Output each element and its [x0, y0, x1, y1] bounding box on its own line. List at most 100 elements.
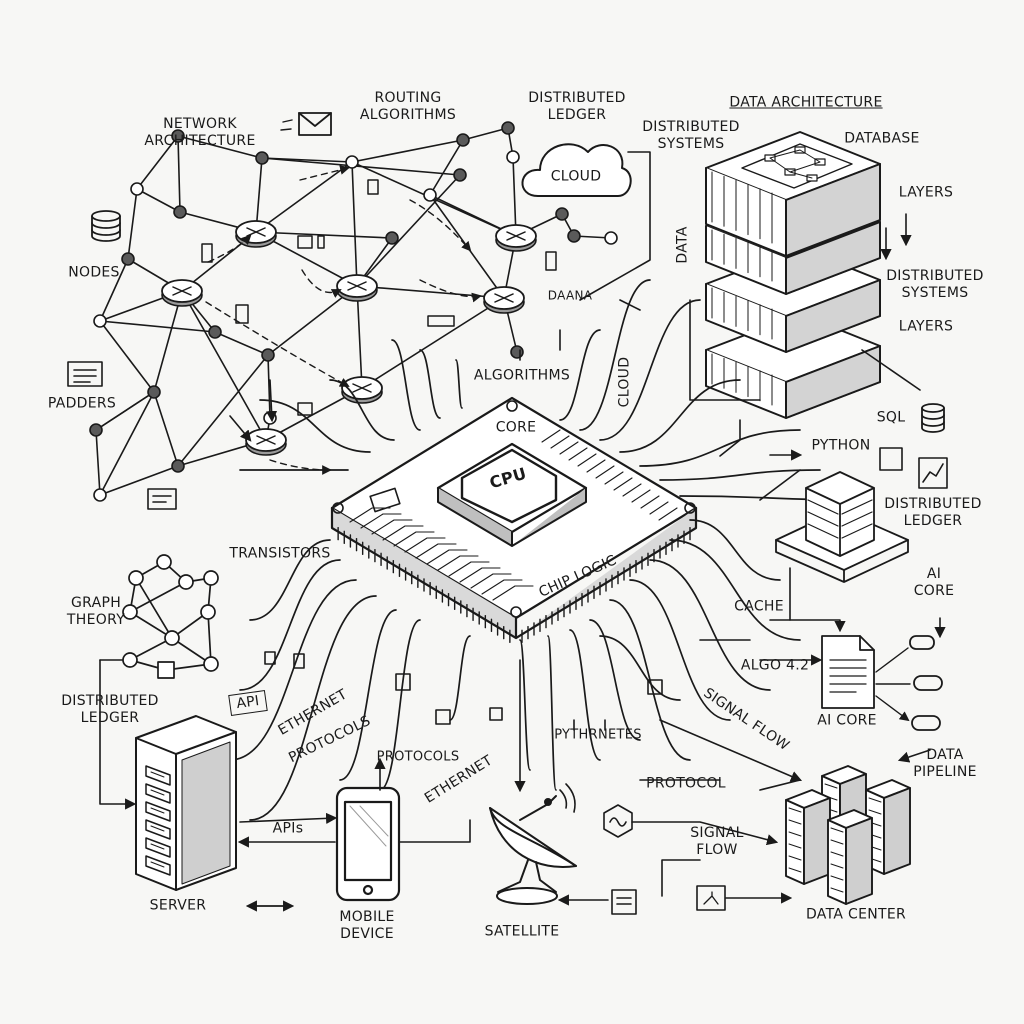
network-nodes	[89, 121, 618, 502]
chip-trace	[631, 489, 651, 503]
network-node	[501, 121, 515, 135]
label-data-architecture: DATA ARCHITECTURE	[729, 94, 883, 111]
cpu-chip-icon	[330, 396, 698, 644]
network-edge	[95, 429, 101, 496]
label-distributed-ledger-right: DISTRIBUTED LEDGER	[884, 496, 982, 529]
rack-unit	[145, 819, 171, 840]
network-edge	[127, 188, 138, 260]
network-node	[453, 168, 467, 182]
connector-arrows	[99, 151, 946, 912]
network-edge	[214, 331, 269, 356]
cpu-die-edge	[437, 487, 587, 547]
rack-unit-slot	[150, 825, 165, 832]
label-padders: PADDERS	[47, 395, 117, 412]
network-edge	[99, 320, 155, 393]
chip-trace	[426, 549, 468, 565]
label-server: SERVER	[149, 897, 207, 914]
network-edge	[512, 156, 517, 237]
rack-unit-slot	[150, 807, 165, 814]
chart-doc-icon	[879, 447, 948, 489]
chip-trace	[604, 471, 624, 485]
chip-mount-hole	[506, 400, 518, 412]
label-ai-core-top: AI CORE	[913, 566, 955, 599]
chip-trace	[382, 525, 424, 541]
connector-arrow	[399, 819, 471, 843]
chip-trace-line	[589, 619, 641, 741]
chip-trace-line	[519, 639, 531, 771]
chip-trace	[481, 579, 523, 595]
network-edge	[99, 465, 179, 496]
rack-unit	[145, 765, 171, 786]
label-algorithms: ALGORITHMS	[473, 367, 571, 384]
router-icon	[495, 224, 537, 252]
network-node	[171, 459, 185, 473]
connector-arrow	[759, 469, 801, 501]
chip-trace-line	[599, 299, 701, 441]
network-node	[130, 182, 144, 196]
label-signal-flow: SIGNAL FLOW	[690, 825, 744, 858]
connector-arrow	[659, 719, 803, 782]
small-connectors	[264, 651, 726, 915]
chip-trace-line	[259, 399, 371, 453]
network-node	[171, 129, 185, 143]
cpu-die-top	[460, 448, 558, 524]
server-tower	[827, 809, 873, 905]
label-python: PYTHON	[811, 437, 871, 454]
label-ai-core-bottom: AI CORE	[817, 712, 877, 729]
label-graph-theory: GRAPH THEORY	[66, 595, 126, 628]
network-node	[255, 151, 269, 165]
network-node	[456, 133, 470, 147]
label-database: DATABASE	[844, 130, 920, 147]
label-algo: ALGO 4.2	[740, 657, 810, 674]
chip-trace	[360, 513, 402, 529]
chip-trace-line	[419, 349, 441, 419]
network-node	[385, 231, 399, 245]
connector-arrow	[861, 349, 921, 391]
network-node	[510, 345, 524, 359]
connector-arrow	[229, 415, 252, 442]
chip-trace-line	[639, 429, 801, 467]
network-node	[89, 423, 103, 437]
dashed-flow	[409, 199, 472, 252]
label-distributed-systems-right: DISTRIBUTED SYSTEMS	[886, 268, 984, 301]
label-distributed-ledger-left: DISTRIBUTED LEDGER	[61, 693, 159, 726]
chip-trace-line	[229, 579, 357, 761]
envelope-icon	[280, 112, 332, 136]
chip-trace-line	[239, 559, 341, 691]
chip-trace-line	[379, 619, 421, 791]
connector-arrow	[99, 659, 137, 810]
satellite-dish-icon	[489, 783, 577, 905]
network-node	[263, 411, 277, 425]
chip-trace-line	[339, 609, 397, 781]
connector-arrow	[265, 379, 278, 423]
chip-trace-line	[569, 629, 601, 761]
network-edge	[136, 188, 181, 213]
label-layers-1: LAYERS	[898, 184, 954, 201]
chip-mount-hole	[332, 502, 344, 514]
graph-node	[128, 570, 144, 586]
label-layers-2: LAYERS	[898, 318, 954, 335]
label-cloud-vertical: CLOUD	[616, 356, 633, 408]
cloud-icon	[521, 143, 632, 197]
mobile-phone-icon	[335, 786, 401, 902]
chip-trace	[622, 483, 642, 497]
packet-boxes	[201, 179, 557, 416]
network-edge	[429, 194, 505, 299]
chip-trace	[415, 543, 457, 559]
network-edge	[356, 285, 505, 299]
connector-arrow	[897, 749, 931, 763]
graph-node	[164, 630, 180, 646]
dashed-flow	[269, 459, 332, 475]
chip-trace	[437, 555, 479, 571]
dashed-flow	[299, 165, 350, 181]
router-icon	[336, 274, 378, 302]
label-mobile-device: MOBILE DEVICE	[339, 909, 395, 942]
chip-trace	[470, 573, 512, 589]
chip-trace-line	[579, 279, 651, 431]
network-edge	[153, 391, 179, 467]
label-sql: SQL	[876, 409, 906, 426]
rack-unit	[145, 783, 171, 804]
connector-arrow	[719, 419, 741, 457]
chip-trace	[577, 453, 597, 467]
